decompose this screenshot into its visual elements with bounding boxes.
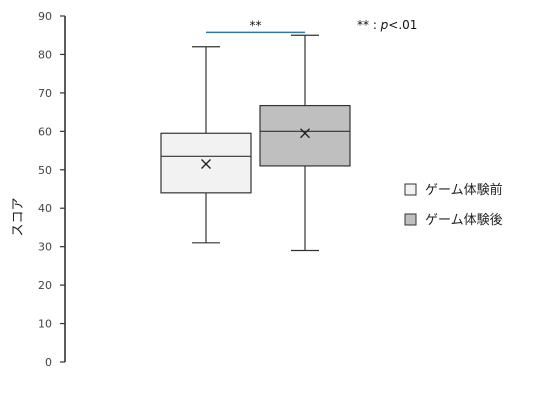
mean-marker	[201, 159, 211, 169]
y-tick-label: 0	[45, 356, 52, 369]
y-tick-label: 30	[38, 241, 52, 254]
legend-item-2: ゲーム体験後	[404, 213, 503, 228]
y-axis: 0 10 20 30 40 50 60 70 80 90	[38, 10, 66, 369]
y-axis-label: スコア	[11, 197, 26, 236]
box-2	[259, 34, 351, 252]
y-tick-label: 10	[38, 318, 52, 331]
y-tick-label: 60	[38, 125, 52, 138]
y-tick-label: 50	[38, 164, 52, 177]
y-tick-label: 80	[38, 48, 52, 61]
y-tick-label: 40	[38, 202, 52, 215]
iqr-box	[160, 132, 252, 194]
mean-marker-stroke	[300, 128, 310, 139]
iqr-box	[259, 104, 351, 167]
significance-stars: **	[250, 18, 262, 32]
legend-item-1: ゲーム体験前	[404, 182, 503, 198]
legend-swatch	[404, 183, 417, 196]
legend-swatch	[404, 213, 417, 226]
y-tick-label: 90	[38, 10, 52, 23]
significance-note: ** : p<.01	[357, 18, 417, 32]
y-tick-label: 70	[38, 87, 52, 100]
significance-layer: **	[206, 18, 305, 34]
box-layer	[160, 34, 351, 252]
y-tick-label: 20	[38, 279, 52, 292]
legend-label: ゲーム体験後	[425, 213, 503, 228]
mean-marker	[300, 128, 310, 139]
legend-label: ゲーム体験前	[425, 182, 503, 198]
box-1	[160, 46, 252, 244]
mean-marker-stroke	[201, 159, 211, 169]
